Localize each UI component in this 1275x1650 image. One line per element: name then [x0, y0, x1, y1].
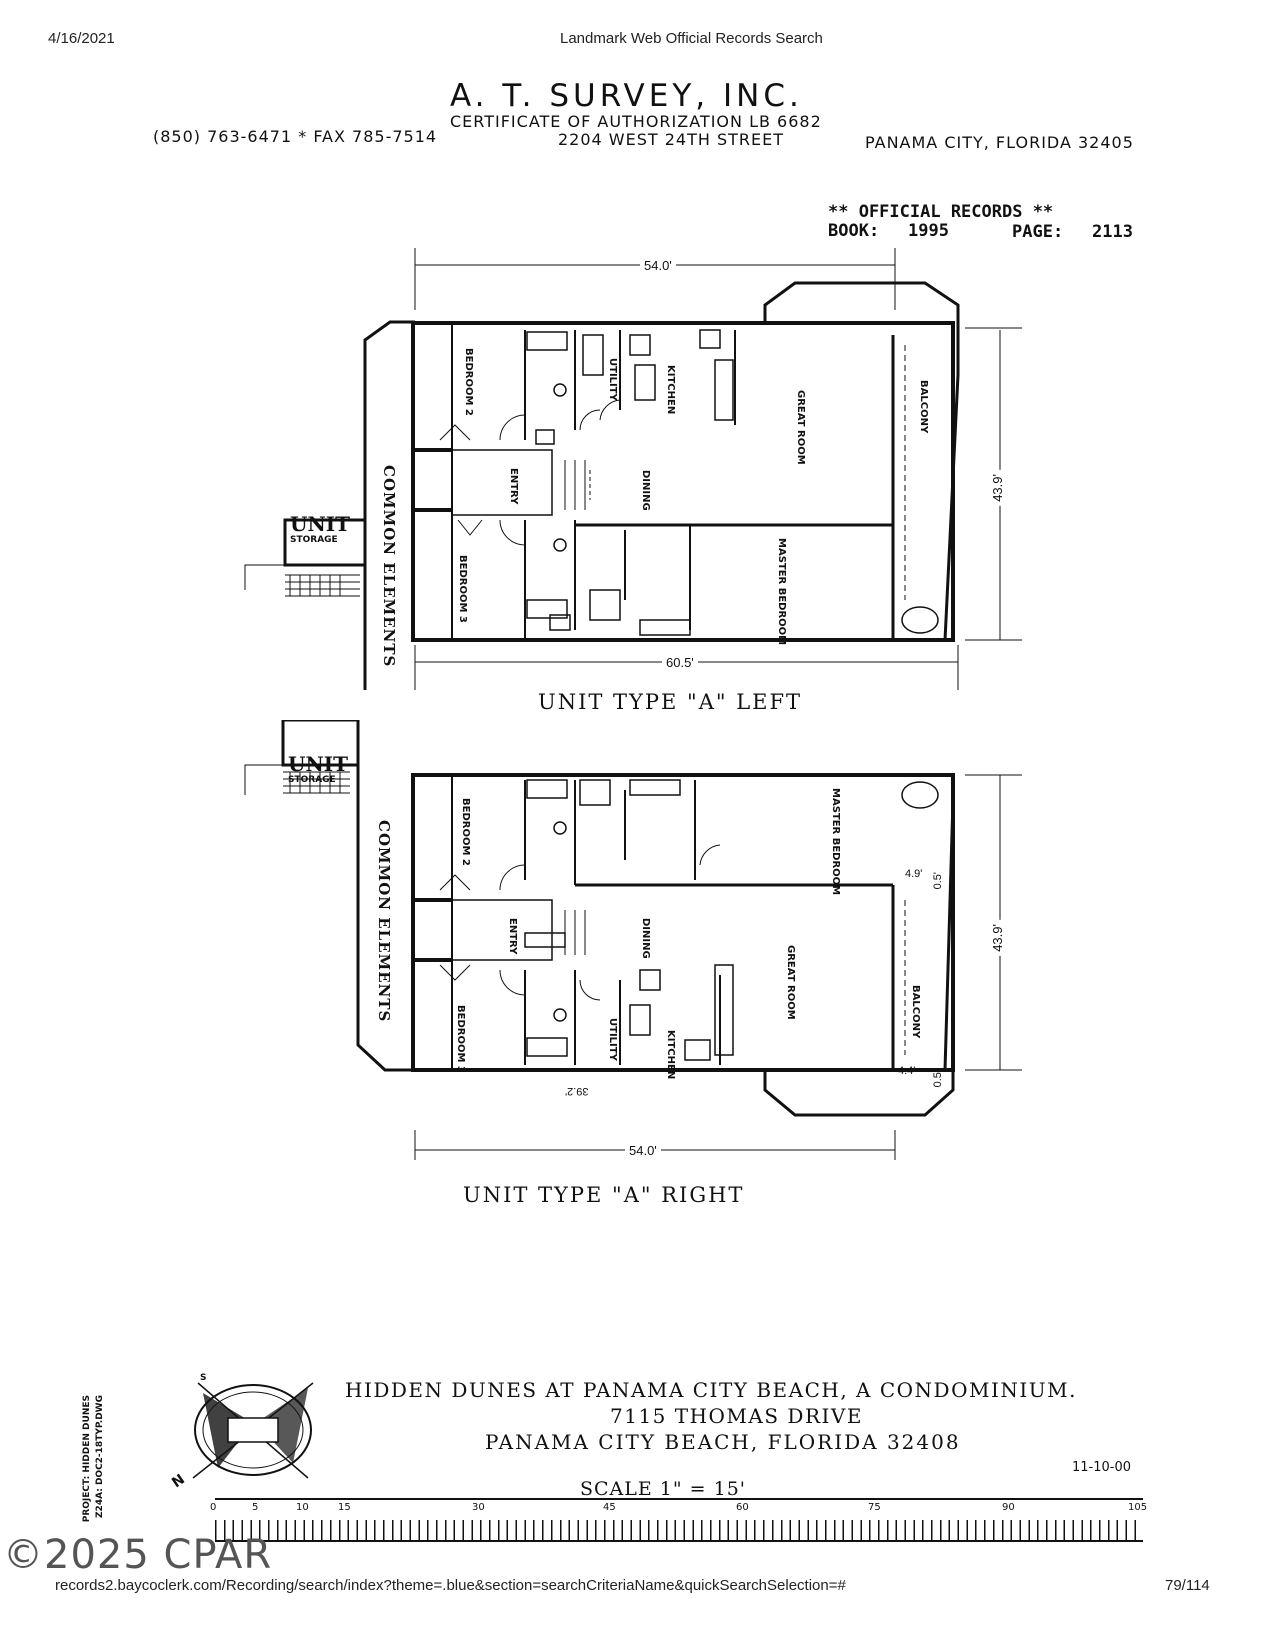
room-great-right: GREAT ROOM: [785, 945, 796, 1020]
common-elements-label-left: COMMON ELEMENTS: [380, 465, 398, 668]
scale-ticks-row: [215, 1520, 1143, 1540]
dim-c-right: 4.4': [898, 1065, 916, 1077]
room-utility-left: UTILITY: [607, 358, 618, 401]
surveyor-contact: (850) 763-6471 * FAX 785-7514: [153, 127, 438, 146]
room-great-left: GREAT ROOM: [795, 390, 806, 465]
scale-tick-45: 45: [603, 1502, 616, 1513]
dim-bottom-right: 54.0': [625, 1143, 661, 1158]
scale-tick-5: 5: [252, 1502, 259, 1513]
dim-a-right: 4.9': [905, 868, 923, 880]
svg-text:S: S: [200, 1373, 206, 1383]
dim-top-left: 54.0': [640, 258, 676, 273]
scale-tick-15: 15: [338, 1502, 351, 1513]
room-entry-left: ENTRY: [508, 468, 519, 505]
floor-plan-right: [244, 720, 1022, 1160]
room-dining-left: DINING: [640, 470, 651, 511]
scale-tick-0: 0: [210, 1502, 217, 1513]
scale-tick-90: 90: [1002, 1502, 1015, 1513]
common-elements-label-right: COMMON ELEMENTS: [375, 820, 393, 1023]
records-heading: ** OFFICIAL RECORDS **: [828, 202, 1054, 222]
surveyor-street: 2204 WEST 24TH STREET: [558, 130, 785, 149]
scale-label: SCALE 1" = 15': [580, 1478, 747, 1500]
project-line1: HIDDEN DUNES AT PANAMA CITY BEACH, A CON…: [345, 1378, 1077, 1402]
storage-label-right: STORAGE: [288, 775, 336, 785]
surveyor-name: A. T. SURVEY, INC.: [450, 78, 803, 114]
project-line3: PANAMA CITY BEACH, FLORIDA 32408: [485, 1430, 961, 1454]
dim-bottom-left: 60.5': [662, 655, 698, 670]
project-line2: 7115 THOMAS DRIVE: [610, 1404, 863, 1428]
dim-side-left: 43.9': [990, 470, 1005, 506]
room-dining-right: DINING: [640, 918, 651, 959]
room-master-left: MASTER BEDROOM: [776, 538, 787, 646]
room-bedroom3-right: BEDROOM 3: [455, 1005, 466, 1073]
dim-side-right: 43.9': [990, 920, 1005, 956]
room-master-right: MASTER BEDROOM: [830, 788, 841, 896]
svg-text:N: N: [169, 1471, 188, 1491]
records-page-label: PAGE:: [1012, 222, 1064, 242]
room-utility-right: UTILITY: [607, 1018, 618, 1061]
scale-bar: 0 5 10 15 30 45 60 75 90 105: [210, 1498, 1150, 1548]
dim-d-right: 0.5': [932, 1070, 944, 1088]
room-kitchen-right: KITCHEN: [665, 1030, 676, 1080]
room-bedroom2-right: BEDROOM 2: [460, 798, 471, 866]
caption-left: UNIT TYPE "A" LEFT: [538, 690, 803, 714]
url-footer: records2.baycoclerk.com/Recording/search…: [55, 1577, 846, 1594]
records-page: 2113: [1092, 222, 1133, 242]
caption-right: UNIT TYPE "A" RIGHT: [463, 1183, 745, 1207]
print-date: 4/16/2021: [48, 30, 115, 47]
room-kitchen-left: KITCHEN: [665, 365, 676, 415]
records-book: 1995: [908, 221, 949, 241]
surveyor-certificate: CERTIFICATE OF AUTHORIZATION LB 6682: [450, 112, 822, 131]
room-entry-right: ENTRY: [507, 918, 518, 955]
side-note-2: Z24A: DOC2-18TYP.DWG: [95, 1395, 105, 1518]
scale-tick-30: 30: [472, 1502, 485, 1513]
page-counter: 79/114: [1165, 1577, 1210, 1594]
unit-label-left: UNIT: [290, 512, 350, 536]
unit-label-right: UNIT: [288, 752, 348, 776]
scale-tick-10: 10: [296, 1502, 309, 1513]
page-title: Landmark Web Official Records Search: [560, 30, 823, 47]
floor-plan-left: [244, 248, 1022, 690]
surveyor-city: PANAMA CITY, FLORIDA 32405: [865, 133, 1134, 152]
copyright-watermark: ©2025 CPAR: [3, 1532, 273, 1578]
room-balcony-left: BALCONY: [918, 380, 929, 434]
scale-tick-75: 75: [868, 1502, 881, 1513]
dim-e-right: 39.2': [565, 1085, 589, 1097]
room-balcony-right: BALCONY: [910, 985, 921, 1039]
side-note-1: PROJECT: HIDDEN DUNES: [82, 1395, 92, 1523]
room-bedroom3-left: BEDROOM 3: [457, 555, 468, 623]
room-bedroom2-left: BEDROOM 2: [463, 348, 474, 416]
north-arrow-logo: N S: [169, 1373, 314, 1491]
project-date: 11-10-00: [1072, 1460, 1132, 1475]
storage-label-left: STORAGE: [290, 535, 338, 545]
records-book-label: BOOK:: [828, 221, 880, 241]
dim-b-right: 0.5': [932, 872, 944, 890]
scale-tick-60: 60: [736, 1502, 749, 1513]
scale-tick-105: 105: [1128, 1502, 1148, 1513]
